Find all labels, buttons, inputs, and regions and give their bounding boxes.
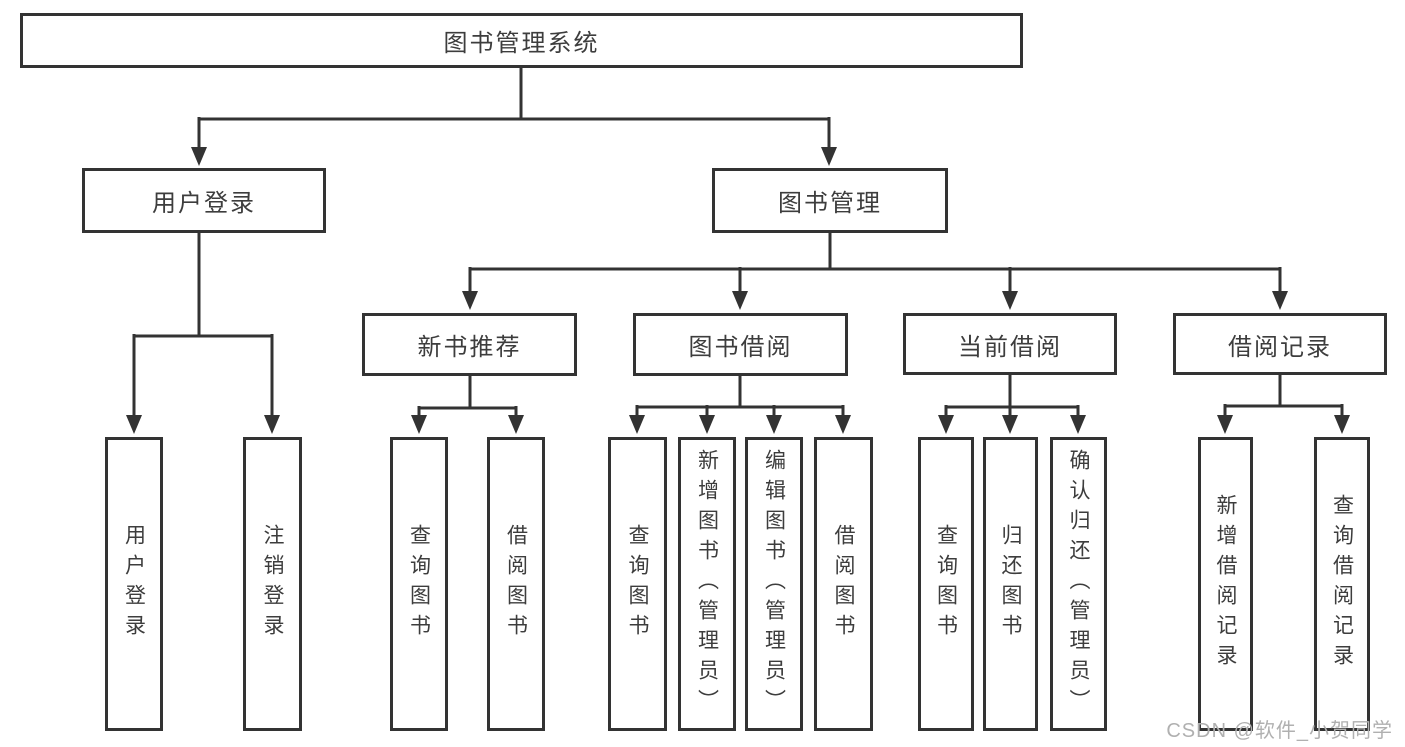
arrow-down-icon xyxy=(699,415,715,434)
leaf-borrow-books-recommend: 借阅图书 xyxy=(487,437,545,731)
leaf-add-borrow-record: 新增借阅记录 xyxy=(1198,437,1253,731)
connector-book-management xyxy=(468,231,1282,295)
arrow-down-icon xyxy=(264,415,280,434)
leaf-label: 新增借阅记录 xyxy=(1214,494,1237,674)
leaf-add-books-admin: 新增图书（管理员） xyxy=(678,437,736,731)
leaf-logout: 注销登录 xyxy=(243,437,302,731)
leaf-user-login: 用户登录 xyxy=(105,437,163,731)
connector-new-book xyxy=(417,374,518,418)
leaf-edit-books-admin: 编辑图书（管理员） xyxy=(745,437,803,731)
leaf-borrow-books: 借阅图书 xyxy=(814,437,873,731)
watermark: CSDN @软件_小贺同学 xyxy=(1166,720,1393,742)
node-label: 图书借阅 xyxy=(688,334,793,361)
arrowheads xyxy=(126,147,1350,434)
arrow-down-icon xyxy=(732,291,748,310)
leaf-label: 查询借阅记录 xyxy=(1330,494,1354,674)
connector-root xyxy=(197,66,831,150)
arrow-down-icon xyxy=(1070,415,1086,434)
arrow-down-icon xyxy=(462,291,478,310)
arrow-down-icon xyxy=(1217,415,1233,434)
node-label: 图书管理 xyxy=(778,190,882,217)
leaf-label: 借阅图书 xyxy=(504,524,528,644)
arrow-down-icon xyxy=(1272,291,1288,310)
node-label: 借阅记录 xyxy=(1228,333,1332,361)
arrow-down-icon xyxy=(766,415,782,434)
arrow-down-icon xyxy=(126,415,142,434)
leaf-return-books: 归还图书 xyxy=(983,437,1038,731)
leaf-query-books-borrow: 查询图书 xyxy=(608,437,667,731)
node-label: 当前借阅 xyxy=(958,333,1062,361)
leaf-label: 查询图书 xyxy=(626,524,649,644)
arrow-down-icon xyxy=(411,415,427,434)
leaf-label: 归还图书 xyxy=(999,524,1022,644)
node-current-borrow: 当前借阅 xyxy=(903,313,1117,375)
arrow-down-icon xyxy=(1002,291,1018,310)
leaf-label: 借阅图书 xyxy=(832,524,855,644)
arrow-down-icon xyxy=(1002,415,1018,434)
leaf-label: 查询图书 xyxy=(407,524,431,644)
arrow-down-icon xyxy=(629,415,645,434)
leaf-label: 注销登录 xyxy=(261,524,284,644)
node-label: 图书管理系统 xyxy=(443,30,600,57)
connector-user-login xyxy=(132,231,274,418)
node-root: 图书管理系统 xyxy=(20,13,1023,68)
connector-borrow-records xyxy=(1223,373,1344,418)
node-new-book-recommend: 新书推荐 xyxy=(362,313,577,376)
node-label: 新书推荐 xyxy=(417,334,522,361)
node-book-borrow: 图书借阅 xyxy=(633,313,848,376)
leaf-label: 确认归还（管理员） xyxy=(1067,449,1090,719)
node-book-management: 图书管理 xyxy=(712,168,948,233)
leaf-query-books-recommend: 查询图书 xyxy=(390,437,448,731)
leaf-label: 编辑图书（管理员） xyxy=(762,449,786,719)
arrow-down-icon xyxy=(835,415,851,434)
node-label: 用户登录 xyxy=(152,190,256,217)
node-user-login: 用户登录 xyxy=(82,168,326,233)
connector-book-borrow xyxy=(635,374,845,418)
leaf-label: 新增图书（管理员） xyxy=(695,449,719,719)
arrow-down-icon xyxy=(1334,415,1350,434)
connector-current-borrow xyxy=(944,373,1080,418)
leaf-query-books-current: 查询图书 xyxy=(918,437,974,731)
arrow-down-icon xyxy=(508,415,524,434)
leaf-label: 查询图书 xyxy=(934,524,958,644)
leaf-confirm-return-admin: 确认归还（管理员） xyxy=(1050,437,1107,731)
arrow-down-icon xyxy=(191,147,207,166)
leaf-query-borrow-record: 查询借阅记录 xyxy=(1314,437,1370,731)
arrow-down-icon xyxy=(821,147,837,166)
leaf-label: 用户登录 xyxy=(122,524,146,644)
node-borrow-records: 借阅记录 xyxy=(1173,313,1387,375)
arrow-down-icon xyxy=(938,415,954,434)
